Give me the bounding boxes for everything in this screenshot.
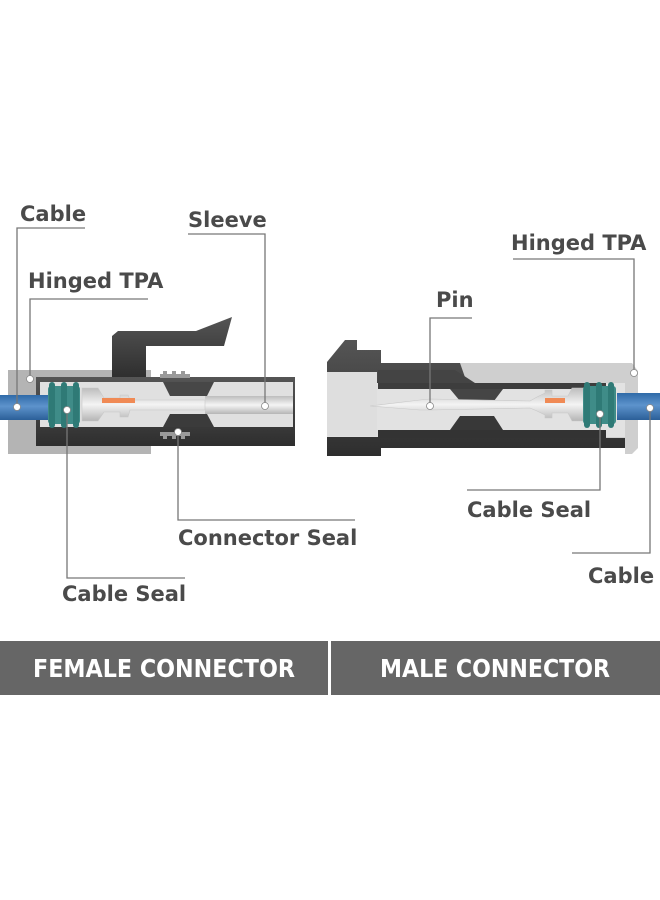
label-male-cable-seal: Cable Seal bbox=[467, 498, 591, 522]
female-banner bbox=[0, 641, 328, 695]
label-sleeve: Sleeve bbox=[188, 208, 267, 232]
male-connector bbox=[327, 340, 660, 456]
label-female-hinged-tpa: Hinged TPA bbox=[28, 269, 164, 293]
male-constriction-top bbox=[450, 389, 503, 401]
female-cable-seal bbox=[48, 382, 80, 428]
label-connector-seal: Connector Seal bbox=[178, 526, 357, 550]
male-housing-top-band bbox=[378, 383, 606, 389]
male-mouth bbox=[327, 372, 377, 436]
female-latch bbox=[112, 317, 232, 378]
female-sleeve-bore bbox=[205, 396, 293, 414]
male-cable-seal bbox=[583, 382, 616, 428]
female-constriction-top bbox=[163, 382, 214, 396]
female-cable bbox=[0, 395, 50, 420]
label-male-hinged-tpa: Hinged TPA bbox=[511, 231, 647, 255]
female-connector bbox=[0, 317, 295, 454]
male-contact-accent bbox=[545, 398, 565, 403]
male-housing-top-inner bbox=[378, 370, 475, 383]
female-contact-accent bbox=[102, 398, 135, 403]
female-constriction-bottom bbox=[163, 414, 214, 427]
label-pin: Pin bbox=[436, 288, 474, 312]
label-female-cable-seal: Cable Seal bbox=[62, 582, 186, 606]
leader-dots bbox=[13, 369, 654, 436]
label-female-cable: Cable bbox=[20, 202, 86, 226]
leader-lines bbox=[16, 227, 651, 579]
male-banner bbox=[331, 641, 660, 695]
label-male-cable: Cable bbox=[588, 564, 654, 588]
male-constriction-bottom bbox=[450, 416, 503, 430]
female-banner-title: FEMALE CONNECTOR bbox=[33, 654, 295, 683]
male-banner-title: MALE CONNECTOR bbox=[380, 654, 610, 683]
male-housing-bottom-band bbox=[378, 430, 606, 438]
